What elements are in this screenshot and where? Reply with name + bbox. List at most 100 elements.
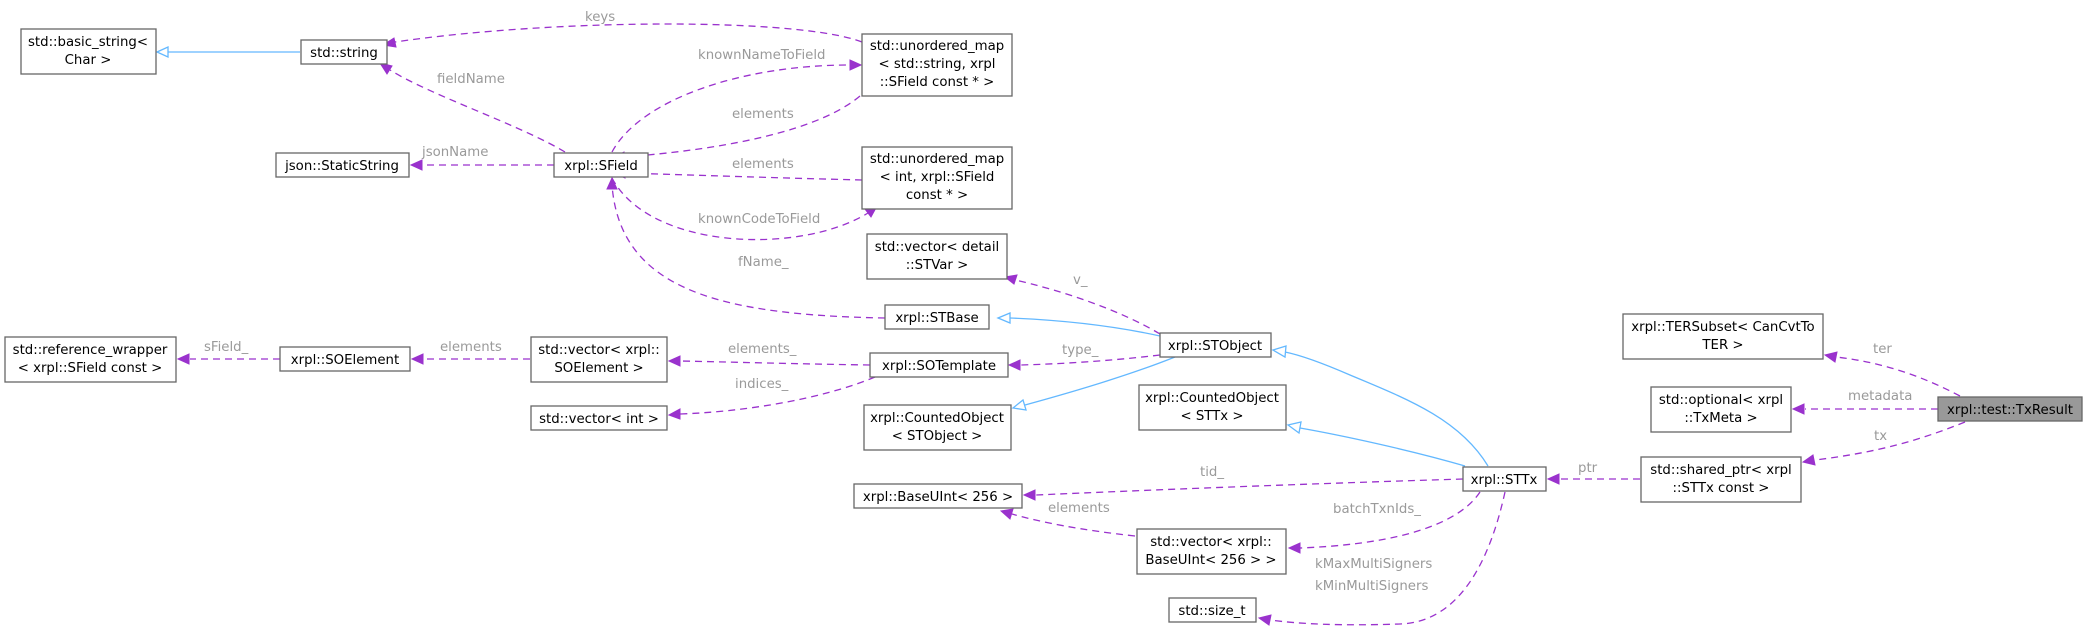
edge-sttx-stobject (1271, 345, 1489, 467)
node-label: std::unordered_map (870, 39, 1004, 54)
node-label: std::shared_ptr< xrpl (1650, 463, 1791, 478)
node-tersubset[interactable]: xrpl::TERSubset< CanCvtTo TER > (1622, 313, 1824, 360)
node-label: < STObject > (892, 429, 983, 444)
edge-knowncodetofield: knownCodeToField (611, 177, 878, 241)
node-label: xrpl::TERSubset< CanCvtTo (1631, 320, 1814, 335)
node-label: std::optional< xrpl (1659, 393, 1783, 408)
edge-elements-soelement: elements (410, 340, 530, 365)
node-label: Char > (65, 53, 112, 68)
edge-v: v_ (1003, 273, 1161, 335)
node-optional[interactable]: std::optional< xrpl ::TxMeta > (1650, 386, 1792, 433)
node-vector-soelement[interactable]: std::vector< xrpl:: SOElement > (530, 336, 668, 383)
node-label: < STTx > (1180, 409, 1243, 424)
edge-label-metadata: metadata (1848, 389, 1912, 404)
node-unordered-map-string[interactable]: std::unordered_map < std::string, xrpl :… (861, 33, 1013, 97)
node-label: std::string (310, 46, 378, 61)
edge-label-kminmultisigners: kMinMultiSigners (1315, 579, 1428, 594)
node-sfield[interactable]: xrpl::SField (553, 152, 649, 178)
node-label: const * > (906, 188, 968, 203)
edge-tx: tx (1801, 421, 1966, 466)
node-label: std::basic_string< (28, 35, 148, 50)
edge-label-elements-2: elements (732, 157, 794, 172)
node-soelement[interactable]: xrpl::SOElement (279, 346, 411, 372)
node-sotemplate[interactable]: xrpl::SOTemplate (869, 352, 1009, 378)
node-label: xrpl::CountedObject (1145, 391, 1279, 406)
edge-elements-baseuint: elements (999, 501, 1136, 537)
edge-fname: fName_ (606, 176, 886, 319)
node-unordered-map-int[interactable]: std::unordered_map < int, xrpl::SField c… (861, 146, 1013, 210)
edge-ptr: ptr (1546, 461, 1640, 485)
node-label: xrpl::test::TxResult (1947, 403, 2073, 418)
edge-label-ptr: ptr (1578, 461, 1598, 476)
node-json-staticstring[interactable]: json::StaticString (275, 152, 410, 178)
edge-label-keys: keys (585, 10, 615, 25)
edge-keys: keys (381, 10, 863, 48)
node-label: TER > (1701, 338, 1743, 353)
node-label: xrpl::SOTemplate (882, 359, 996, 374)
node-txresult[interactable]: xrpl::test::TxResult (1937, 396, 2083, 422)
node-label: BaseUInt< 256 > > (1145, 553, 1276, 568)
node-vector-baseuint[interactable]: std::vector< xrpl:: BaseUInt< 256 > > (1136, 528, 1287, 575)
node-label: xrpl::STTx (1471, 473, 1538, 488)
node-std-string[interactable]: std::string (300, 39, 388, 65)
edge-label-fname: fName_ (738, 255, 789, 270)
node-size-t[interactable]: std::size_t (1168, 597, 1257, 623)
edge-knownnametofield: knownNameToField (611, 48, 863, 153)
node-label: xrpl::CountedObject (870, 411, 1004, 426)
edge-label-jsonname: jsonName (421, 145, 488, 160)
node-label: std::reference_wrapper (13, 343, 168, 358)
node-counted-stobject[interactable]: xrpl::CountedObject < STObject > (863, 404, 1012, 451)
edge-label-batchtxnids: batchTxnIds_ (1333, 502, 1421, 517)
edge-string-basic-string (155, 45, 300, 59)
node-stbase[interactable]: xrpl::STBase (884, 304, 990, 330)
node-label: std::size_t (1178, 604, 1245, 619)
node-label: json::StaticString (284, 159, 399, 174)
node-label: xrpl::STBase (895, 311, 978, 326)
node-label: xrpl::SField (564, 159, 638, 174)
node-label: xrpl::BaseUInt< 256 > (863, 490, 1013, 505)
node-label: ::STVar > (906, 258, 969, 273)
edge-label-elements-5: elements (1048, 501, 1110, 516)
edge-label-elements-1: elements (732, 107, 794, 122)
node-stobject[interactable]: xrpl::STObject (1159, 332, 1272, 358)
edge-label-sfield: sField_ (204, 340, 249, 355)
node-label: std::vector< xrpl:: (1150, 535, 1272, 550)
node-label: < int, xrpl::SField (880, 170, 995, 185)
edge-stobject-stbase (996, 312, 1161, 337)
node-vector-stvar[interactable]: std::vector< detail ::STVar > (866, 233, 1008, 280)
edge-label-type: type_ (1062, 343, 1099, 358)
edge-label-tid: tid_ (1200, 465, 1224, 480)
edge-label-ter: ter (1873, 342, 1892, 357)
edge-tid: tid_ (1022, 465, 1464, 501)
node-sttx[interactable]: xrpl::STTx (1462, 466, 1547, 492)
node-label: std::vector< xrpl:: (538, 343, 660, 358)
edge-jsonname: jsonName (409, 145, 554, 171)
node-baseuint[interactable]: xrpl::BaseUInt< 256 > (853, 483, 1023, 509)
edge-label-elements-3: elements_ (728, 342, 797, 357)
edge-sfield: sField_ (176, 340, 280, 365)
node-basic-string[interactable]: std::basic_string< Char > (20, 28, 157, 75)
edge-metadata: metadata (1791, 389, 1938, 415)
edge-label-fieldname: fieldName (437, 72, 505, 87)
node-label: std::vector< detail (875, 240, 999, 255)
edge-label-tx: tx (1874, 429, 1887, 444)
node-counted-sttx[interactable]: xrpl::CountedObject < STTx > (1138, 384, 1287, 431)
edge-indices: indices_ (667, 376, 876, 420)
node-label: ::TxMeta > (1684, 411, 1757, 426)
edge-label-knowncodetofield: knownCodeToField (698, 212, 820, 227)
edge-elements-sotemplate: elements_ (667, 342, 871, 367)
edge-sttx-counted (1286, 421, 1466, 467)
edge-label-kmaxmultisigners: kMaxMultiSigners (1315, 557, 1432, 572)
node-reference-wrapper[interactable]: std::reference_wrapper < xrpl::SField co… (4, 336, 177, 383)
edge-label-knownnametofield: knownNameToField (698, 48, 825, 63)
edge-batchtxnids: batchTxnIds_ (1287, 491, 1481, 554)
node-shared-ptr[interactable]: std::shared_ptr< xrpl ::STTx const > (1640, 456, 1802, 503)
node-label: std::unordered_map (870, 152, 1004, 167)
edge-elements-umap-string: elements (611, 95, 861, 163)
edge-elements-umap-int: elements (612, 157, 863, 181)
edge-label-v: v_ (1073, 273, 1088, 288)
node-label: < std::string, xrpl (878, 57, 995, 72)
node-vector-int[interactable]: std::vector< int > (530, 405, 668, 431)
edge-ter: ter (1823, 342, 1961, 397)
